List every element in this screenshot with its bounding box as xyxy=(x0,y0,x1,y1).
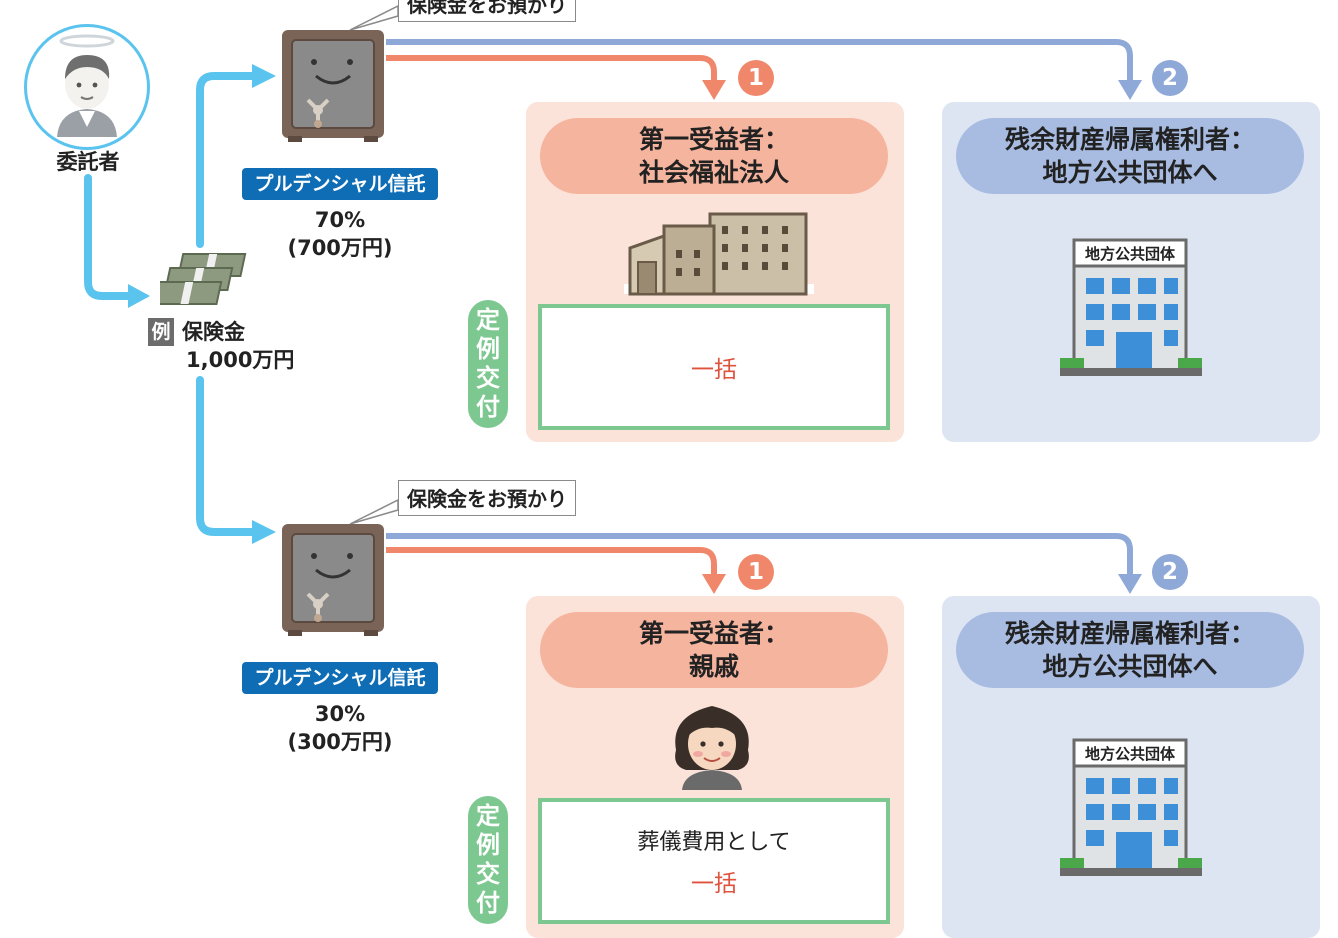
government-building-icon: 地方公共団体 xyxy=(1060,236,1202,378)
residual-title: 残余財産帰属権利者： 地方公共団体へ xyxy=(956,612,1304,688)
payout-tag-char: 定 xyxy=(476,802,500,830)
arrowhead xyxy=(1118,574,1142,594)
safe-icon xyxy=(278,520,388,640)
beneficiary-title-line1: 第一受益者： xyxy=(638,125,789,154)
example-badge: 例 xyxy=(148,318,174,346)
money-amount: 1,000万円 xyxy=(186,348,295,372)
payout-tag-char: 例 xyxy=(476,831,500,859)
arrowhead xyxy=(128,284,150,308)
trust-2-to-residual-line xyxy=(386,533,1133,576)
beneficiary-title-line2: 社会福祉法人 xyxy=(638,158,789,187)
settlor-to-money-line xyxy=(84,174,132,300)
residual-title-line2: 地方公共団体へ xyxy=(1042,652,1218,681)
arrowhead xyxy=(1118,80,1142,100)
government-sign: 地方公共団体 xyxy=(1084,745,1175,763)
payout-tag-char: 定 xyxy=(476,306,500,334)
allocation-amount: (300万円) xyxy=(287,730,393,754)
beneficiary-title-line1: 第一受益者： xyxy=(638,619,789,648)
payout-tag-char: 交 xyxy=(476,860,500,888)
money-to-trust-1-line xyxy=(196,72,256,248)
beneficiary-title: 第一受益者： 親戚 xyxy=(540,612,888,688)
money-bundle-icon xyxy=(153,250,256,310)
payout-tag: 定 例 交 付 xyxy=(468,796,508,924)
step-2-badge: 2 xyxy=(1152,60,1188,96)
trust-company-badge: プルデンシャル信託 xyxy=(242,168,438,200)
payout-tag: 定 例 交 付 xyxy=(468,300,508,428)
safe-icon xyxy=(278,26,388,146)
payout-box: 一括 xyxy=(538,304,890,430)
arrowhead xyxy=(702,80,726,100)
allocation-percent: 30% xyxy=(314,702,366,726)
settlor-avatar xyxy=(24,24,150,150)
payout-tag-char: 付 xyxy=(476,393,500,421)
trust-2-to-beneficiary-line xyxy=(386,547,717,576)
trust-company-badge: プルデンシャル信託 xyxy=(242,662,438,694)
building-icon xyxy=(624,206,814,298)
arrowhead xyxy=(702,574,726,594)
residual-title-line2: 地方公共団体へ xyxy=(1042,158,1218,187)
settlor-label: 委託者 xyxy=(56,150,120,174)
payout-method: 一括 xyxy=(691,871,737,897)
residual-title: 残余財産帰属権利者： 地方公共団体へ xyxy=(956,118,1304,194)
money-label: 保険金 xyxy=(182,320,245,344)
deposit-callout: 保険金をお預かり xyxy=(398,0,576,22)
step-1-badge: 1 xyxy=(738,554,774,590)
beneficiary-title: 第一受益者： 社会福祉法人 xyxy=(540,118,888,194)
deposit-callout: 保険金をお預かり xyxy=(398,480,576,516)
payout-tag-char: 例 xyxy=(476,335,500,363)
arrowhead xyxy=(252,520,276,544)
allocation-amount: (700万円) xyxy=(287,236,393,260)
step-1-badge: 1 xyxy=(738,60,774,96)
government-building-icon: 地方公共団体 xyxy=(1060,736,1202,878)
step-2-badge: 2 xyxy=(1152,554,1188,590)
residual-title-line1: 残余財産帰属権利者： xyxy=(1004,125,1255,154)
payout-tag-char: 付 xyxy=(476,889,500,917)
woman-avatar-icon xyxy=(666,696,758,792)
angel-man-icon xyxy=(57,34,117,137)
residual-title-line1: 残余財産帰属権利者： xyxy=(1004,619,1255,648)
payout-note: 葬儀費用として xyxy=(637,830,791,855)
government-sign: 地方公共団体 xyxy=(1084,245,1175,263)
money-to-trust-2-line xyxy=(196,376,256,536)
trust-1-to-residual-line xyxy=(386,39,1133,82)
arrowhead xyxy=(252,64,276,88)
payout-tag-char: 交 xyxy=(476,364,500,392)
allocation-percent: 70% xyxy=(314,208,366,232)
payout-box: 葬儀費用として 一括 xyxy=(538,798,890,924)
beneficiary-title-line2: 親戚 xyxy=(688,652,739,681)
payout-method: 一括 xyxy=(691,357,737,383)
trust-1-to-beneficiary-line xyxy=(386,55,717,82)
